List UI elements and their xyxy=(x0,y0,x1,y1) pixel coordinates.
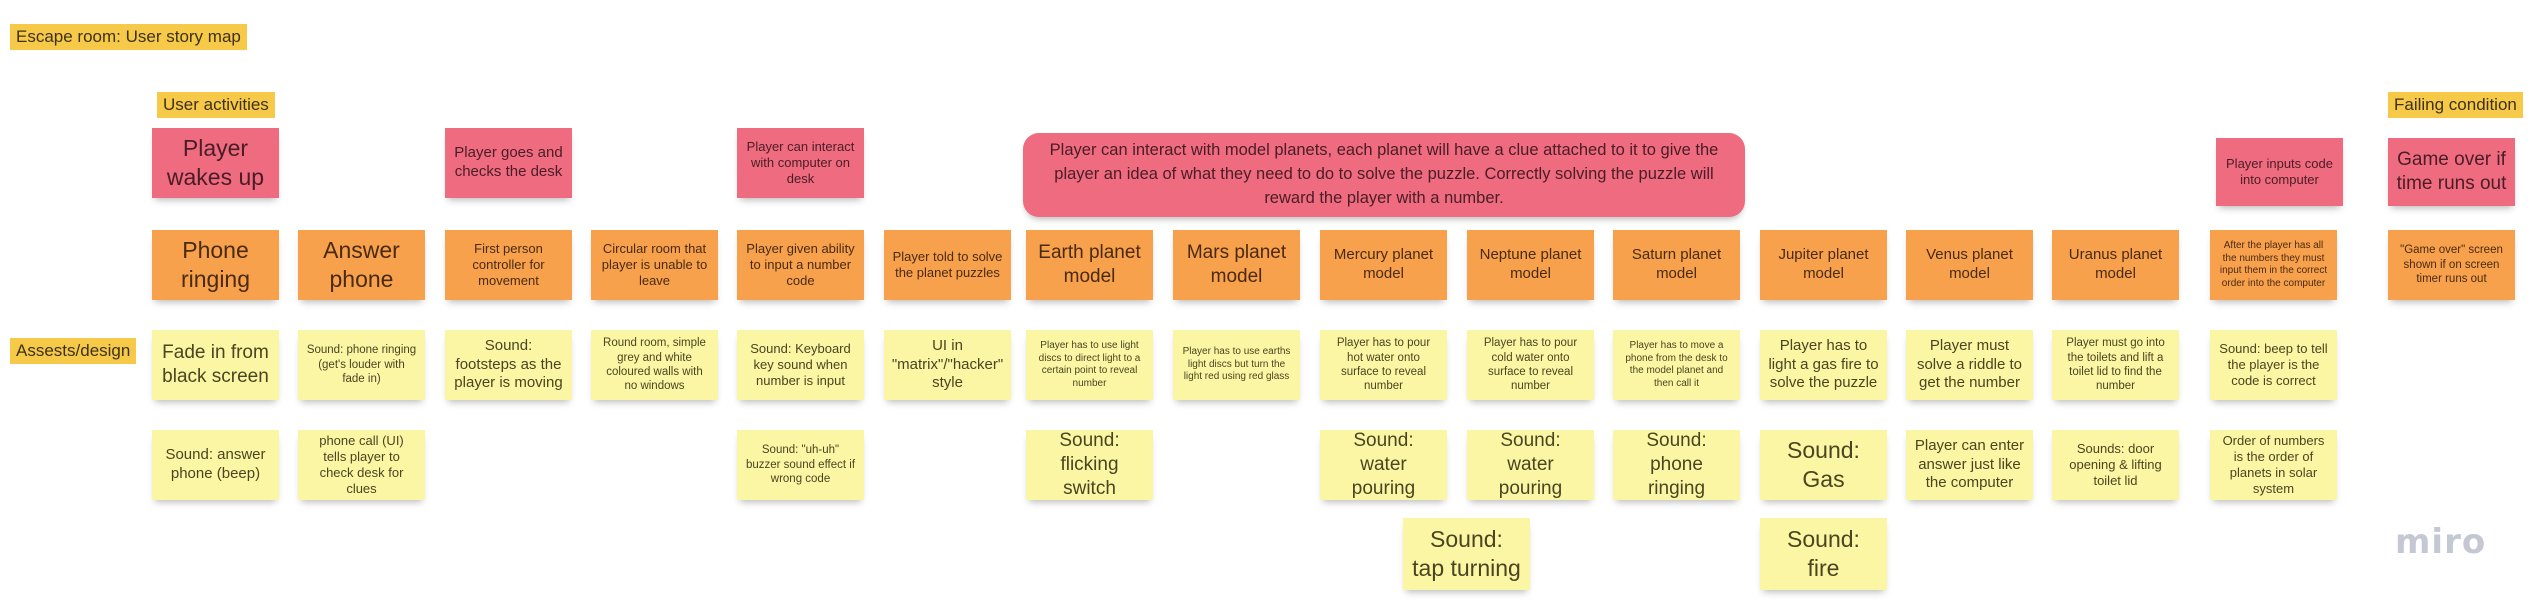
sticky-note-asset[interactable]: Sound: beep to tell the player is the co… xyxy=(2210,330,2337,400)
sticky-note-asset[interactable]: Player has to light a gas fire to solve … xyxy=(1760,330,1887,400)
sticky-note-story[interactable]: "Game over" screen shown if on screen ti… xyxy=(2388,230,2515,300)
sticky-note-story[interactable]: Neptune planet model xyxy=(1467,230,1594,300)
sticky-note-activity[interactable]: Player can interact with computer on des… xyxy=(737,128,864,198)
sticky-note-story[interactable]: After the player has all the numbers the… xyxy=(2210,230,2337,300)
sticky-note-asset[interactable]: Sounds: door opening & lifting toilet li… xyxy=(2052,430,2179,500)
sticky-note-story[interactable]: Jupiter planet model xyxy=(1760,230,1887,300)
board-title: Escape room: User story map xyxy=(10,24,247,51)
sticky-note-asset[interactable]: Sound: Gas xyxy=(1760,430,1887,500)
sticky-note-failing-condition[interactable]: Game over if time runs out xyxy=(2388,138,2515,206)
sticky-note-story[interactable]: First person controller for movement xyxy=(445,230,572,300)
sticky-note-story[interactable]: Uranus planet model xyxy=(2052,230,2179,300)
sticky-note-asset[interactable]: Player has to pour cold water onto surfa… xyxy=(1467,330,1594,400)
sticky-note-asset[interactable]: Player must solve a riddle to get the nu… xyxy=(1906,330,2033,400)
sticky-note-story[interactable]: Earth planet model xyxy=(1026,230,1153,300)
sticky-note-activity[interactable]: Player inputs code into computer xyxy=(2216,138,2343,206)
sticky-note-asset[interactable]: Player has to use earths light discs but… xyxy=(1173,330,1300,400)
sticky-note-asset[interactable]: Sound: water pouring xyxy=(1467,430,1594,500)
sticky-note-asset[interactable]: Sound: fire xyxy=(1760,518,1887,590)
sticky-note-story[interactable]: Phone ringing xyxy=(152,230,279,300)
sticky-note-story[interactable]: Saturn planet model xyxy=(1613,230,1740,300)
sticky-note-asset[interactable]: Sound: tap turning xyxy=(1403,518,1530,590)
sticky-note-story[interactable]: Venus planet model xyxy=(1906,230,2033,300)
failing-condition-label: Failing condition xyxy=(2388,92,2523,119)
sticky-note-asset[interactable]: Player has to move a phone from the desk… xyxy=(1613,330,1740,400)
sticky-note-asset[interactable]: Sound: "uh-uh" buzzer sound effect if wr… xyxy=(737,430,864,500)
sticky-note-story[interactable]: Player told to solve the planet puzzles xyxy=(884,230,1011,300)
sticky-note-story[interactable]: Mercury planet model xyxy=(1320,230,1447,300)
sticky-note-asset[interactable]: Player must go into the toilets and lift… xyxy=(2052,330,2179,400)
miro-logo: miro xyxy=(2395,522,2487,562)
sticky-note-asset[interactable]: phone call (UI) tells player to check de… xyxy=(298,430,425,500)
sticky-note-asset[interactable]: Sound: Keyboard key sound when number is… xyxy=(737,330,864,400)
sticky-note-activity[interactable]: Player goes and checks the desk xyxy=(445,128,572,198)
sticky-note-story[interactable]: Circular room that player is unable to l… xyxy=(591,230,718,300)
sticky-note-story[interactable]: Mars planet model xyxy=(1173,230,1300,300)
sticky-note-asset[interactable]: Sound: flicking switch xyxy=(1026,430,1153,500)
sticky-note-asset[interactable]: Sound: answer phone (beep) xyxy=(152,430,279,500)
sticky-note-story[interactable]: Player given ability to input a number c… xyxy=(737,230,864,300)
assets-design-label: Assests/design xyxy=(10,338,137,365)
user-activities-label: User activities xyxy=(157,92,275,119)
sticky-note-story[interactable]: Answer phone xyxy=(298,230,425,300)
sticky-note-asset[interactable]: Player can enter answer just like the co… xyxy=(1906,430,2033,500)
sticky-note-activity[interactable]: Player wakes up xyxy=(152,128,279,198)
sticky-note-asset[interactable]: Sound: footsteps as the player is moving xyxy=(445,330,572,400)
sticky-note-asset[interactable]: Sound: phone ringing (get's louder with … xyxy=(298,330,425,400)
sticky-note-asset[interactable]: Player has to use light discs to direct … xyxy=(1026,330,1153,400)
sticky-note-asset[interactable]: Order of numbers is the order of planets… xyxy=(2210,430,2337,500)
sticky-note-asset[interactable]: Sound: phone ringing xyxy=(1613,430,1740,500)
sticky-note-asset[interactable]: UI in "matrix"/"hacker" style xyxy=(884,330,1011,400)
sticky-note-asset[interactable]: Round room, simple grey and white colour… xyxy=(591,330,718,400)
sticky-note-asset[interactable]: Sound: water pouring xyxy=(1320,430,1447,500)
sticky-note-asset[interactable]: Fade in from black screen xyxy=(152,330,279,400)
sticky-note-asset[interactable]: Player has to pour hot water onto surfac… xyxy=(1320,330,1447,400)
sticky-note-activity-wide[interactable]: Player can interact with model planets, … xyxy=(1023,133,1745,217)
